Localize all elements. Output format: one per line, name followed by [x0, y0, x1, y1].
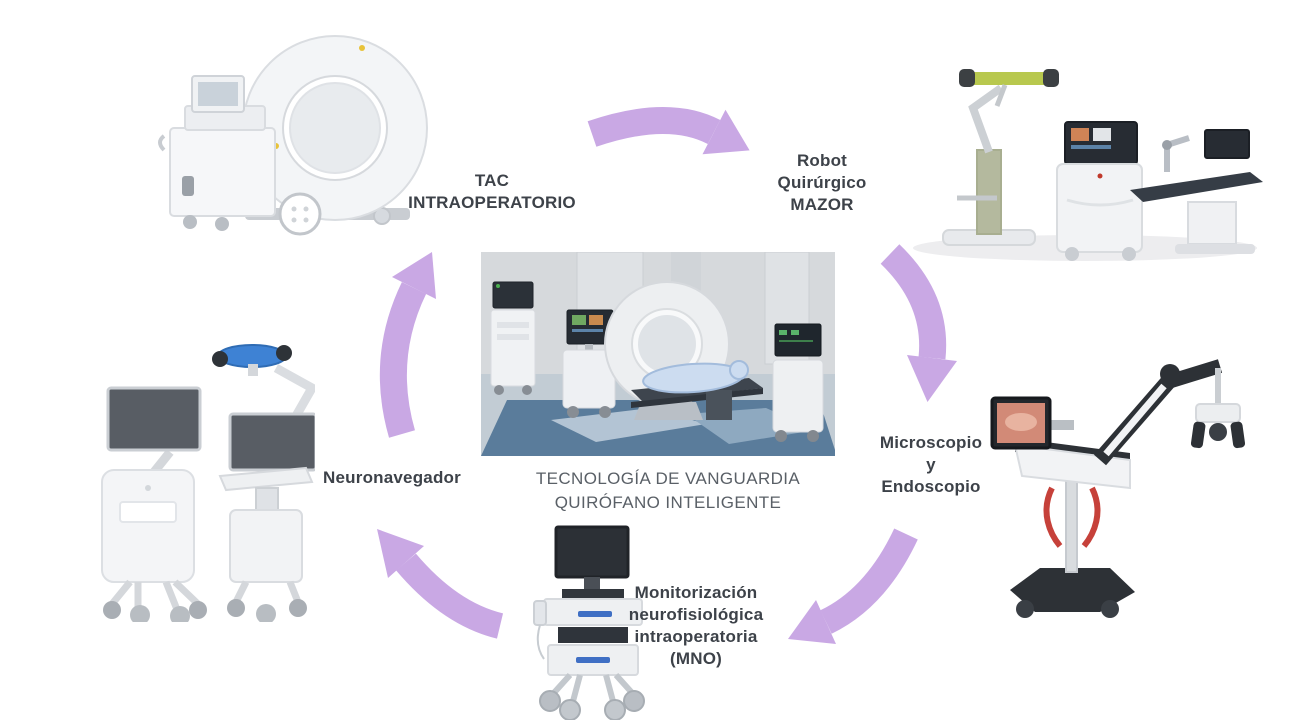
- label-mno: Monitorización neurofisiológica intraope…: [601, 582, 791, 670]
- label-microscopio-line1: Microscopio: [879, 433, 983, 452]
- label-microscopio-line2: y: [926, 455, 936, 474]
- ct-scanner-image: [158, 35, 428, 236]
- center-caption-line1: TECNOLOGÍA DE VANGUARDIA: [535, 469, 801, 488]
- arrow-mno-to-neuronavegador: [377, 529, 504, 639]
- mazor-robot-image: [913, 69, 1263, 261]
- label-neuronavegador: Neuronavegador: [302, 467, 482, 489]
- arrow-robot-to-microscopio: [880, 244, 957, 402]
- label-neuronavegador-line1: Neuronavegador: [323, 468, 461, 487]
- label-tac: TAC INTRAOPERATORIO: [377, 170, 607, 214]
- arrow-tac-to-robot: [587, 107, 750, 155]
- mno-cart-image: [533, 525, 645, 720]
- label-mno-line2: neurofisiológica: [628, 605, 764, 624]
- neuronavigator-image: [101, 344, 315, 622]
- arrow-neuronavegador-to-tac: [379, 252, 436, 438]
- smart-operating-room-image: [481, 252, 835, 456]
- surgical-microscope-image: [990, 359, 1246, 618]
- label-mno-line1: Monitorización: [634, 583, 758, 602]
- label-robot-line3: MAZOR: [790, 195, 854, 214]
- label-mno-line4: (MNO): [670, 649, 722, 668]
- label-robot: Robot Quirúrgico MAZOR: [742, 150, 902, 216]
- center-caption-line2: QUIRÓFANO INTELIGENTE: [554, 493, 782, 512]
- center-caption: TECNOLOGÍA DE VANGUARDIA QUIRÓFANO INTEL…: [493, 467, 843, 515]
- label-microscopio: Microscopio y Endoscopio: [846, 432, 1016, 498]
- label-tac-line2: INTRAOPERATORIO: [408, 193, 576, 212]
- label-robot-line2: Quirúrgico: [777, 173, 867, 192]
- arrow-microscopio-to-mno: [788, 528, 918, 644]
- label-tac-line1: TAC: [474, 171, 510, 190]
- label-mno-line3: intraoperatoria: [634, 627, 758, 646]
- label-robot-line1: Robot: [796, 151, 848, 170]
- label-microscopio-line3: Endoscopio: [881, 477, 981, 496]
